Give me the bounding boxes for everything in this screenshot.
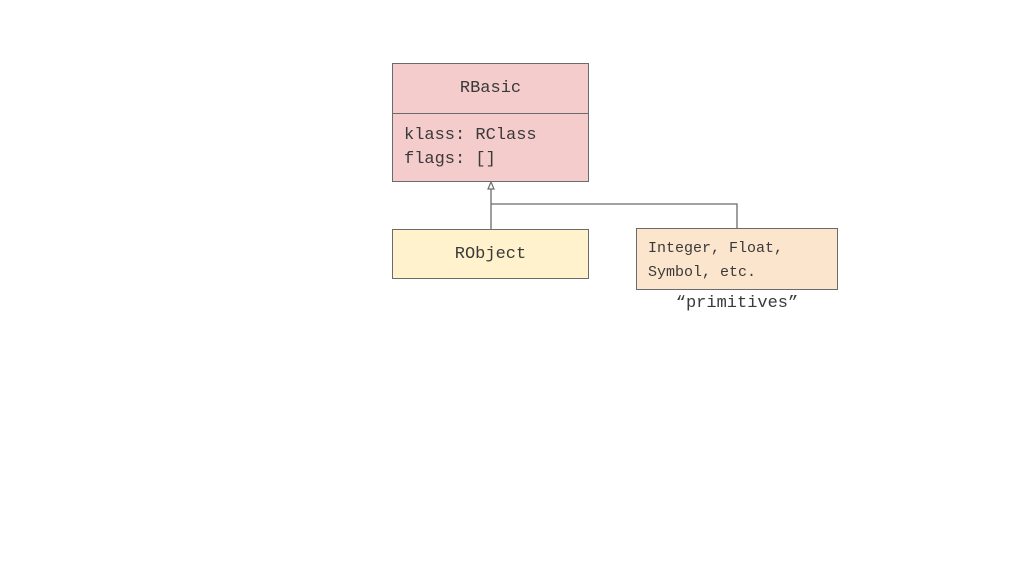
rbasic-class-box: RBasic klass: RClass flags: [] <box>392 63 589 182</box>
inheritance-arrowhead-icon <box>487 180 495 190</box>
primitives-to-rbasic-line <box>491 203 738 228</box>
primitives-line-1: Integer, Float, <box>648 240 784 257</box>
robject-title: RObject <box>454 244 527 264</box>
rbasic-title: RBasic <box>393 64 588 114</box>
primitives-caption: “primitives” <box>675 294 799 313</box>
rbasic-field-flags: flags: [] <box>404 150 496 169</box>
rbasic-field-klass: klass: RClass <box>404 126 537 145</box>
robject-class-box: RObject <box>392 229 589 279</box>
rbasic-fields: klass: RClass flags: [] <box>393 114 588 172</box>
primitives-line-2: Symbol, etc. <box>648 264 757 281</box>
primitives-class-box: Integer, Float, Symbol, etc. <box>636 228 838 290</box>
